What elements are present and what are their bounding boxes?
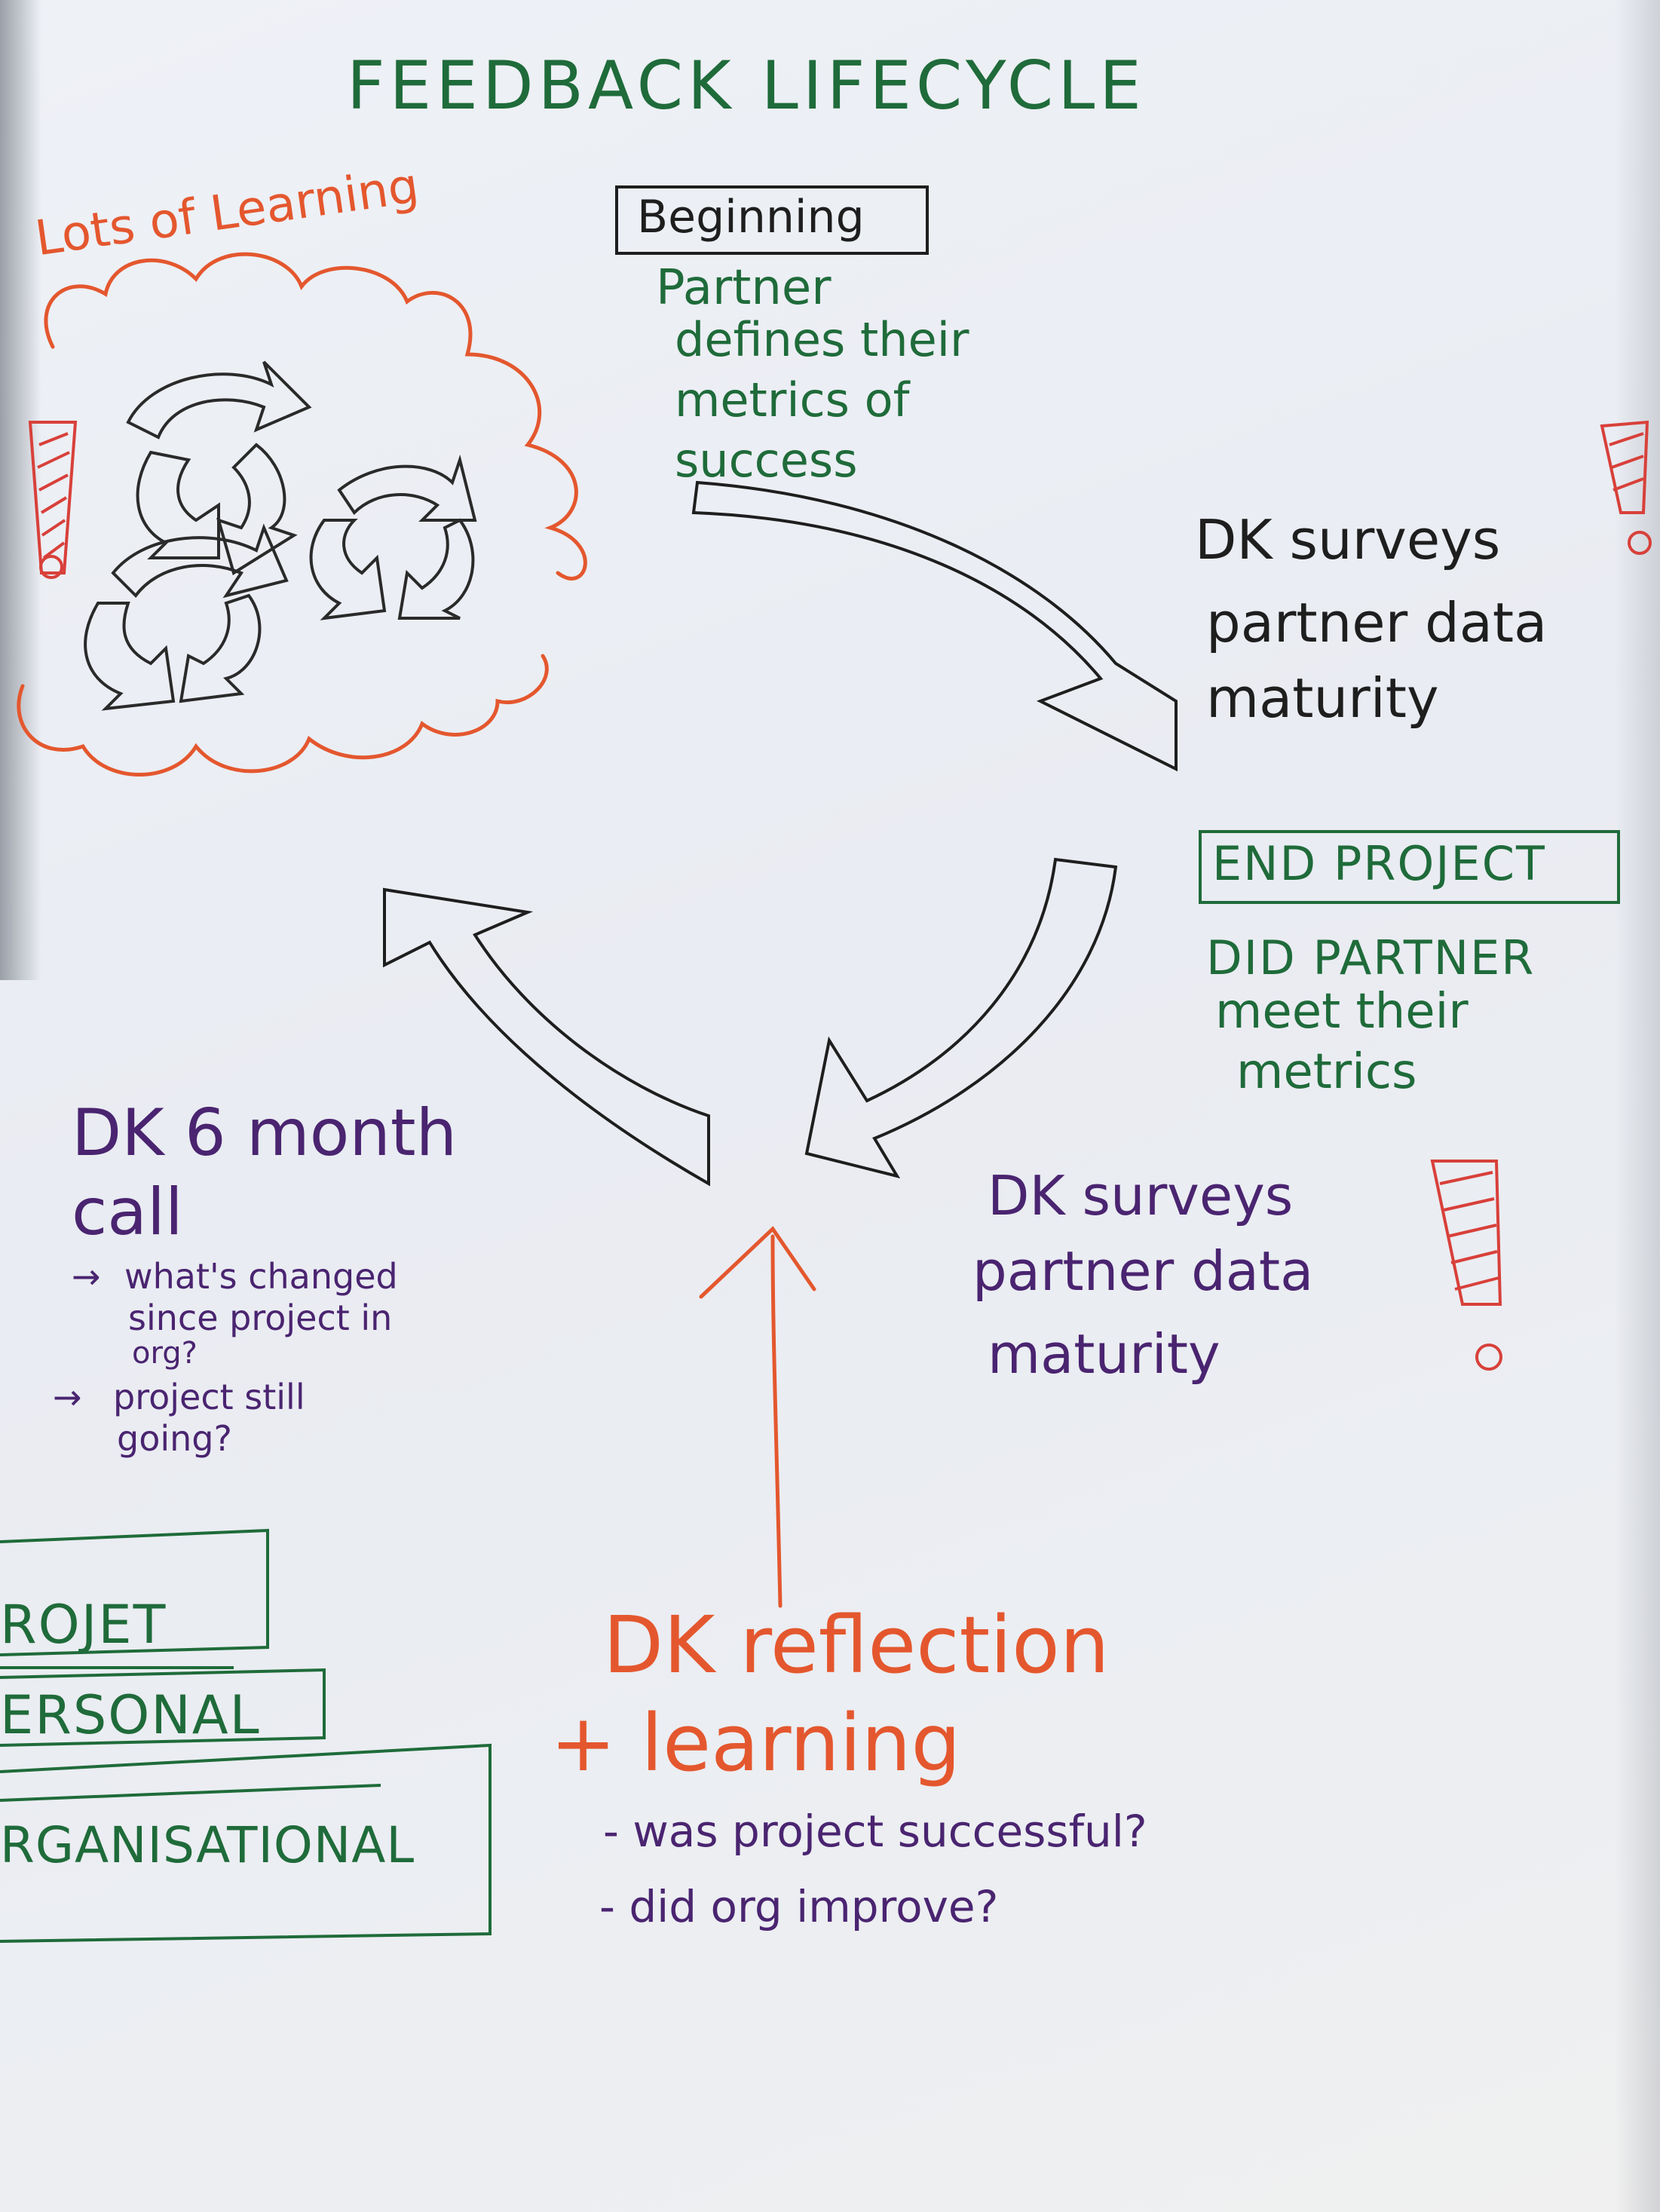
six-month-heading-1: DK 6 month (72, 1095, 458, 1171)
six-month-heading-2: call (72, 1175, 183, 1250)
survey-bottom-line-1: DK surveys (988, 1164, 1294, 1227)
six-month-bullet-2-line-2: going? (117, 1418, 232, 1459)
survey-top-line-1: DK surveys (1195, 508, 1501, 571)
stacked-boxes (0, 1528, 492, 1943)
end-project-line-3: metrics (1236, 1044, 1417, 1100)
beginning-line-3: metrics of (675, 372, 910, 427)
six-month-bullet-2-arrow: → (53, 1377, 82, 1417)
beginning-line-2: defines their (675, 312, 969, 367)
circular-arrows-2 (309, 454, 477, 620)
cycle-arrow-left (383, 887, 710, 1187)
six-month-bullet-1-line-3: org? (132, 1336, 198, 1371)
reflection-line-1: DK reflection (603, 1599, 1110, 1691)
paper-edge-shadow (1615, 0, 1660, 2212)
beginning-line-4: success (675, 433, 858, 488)
page-title: FEEDBACK LIFECYCLE (347, 47, 1146, 124)
survey-top-line-2: partner data (1206, 591, 1548, 654)
cycle-arrow-top (691, 480, 1178, 772)
reflection-arrow (699, 1226, 816, 1608)
exclamation-3 (1430, 1160, 1502, 1371)
beginning-line-1: Partner (656, 260, 832, 316)
end-project-heading: END PROJECT (1212, 836, 1546, 891)
survey-bottom-line-3: maturity (988, 1322, 1220, 1386)
survey-bottom-line-2: partner data (972, 1239, 1314, 1303)
six-month-bullet-1-line-2: since project in (128, 1297, 393, 1338)
end-project-box (1199, 830, 1620, 904)
exclamation-1 (28, 421, 78, 579)
beginning-box (615, 185, 929, 255)
circular-arrows-3 (84, 523, 289, 711)
stack-label-organisational: RGANISATIONAL (0, 1816, 415, 1874)
six-month-bullet-1-line-1: what's changed (124, 1256, 398, 1297)
stack-label-project: ROJET (0, 1594, 167, 1656)
exclamation-2 (1600, 420, 1652, 555)
learning-cloud (17, 252, 587, 777)
six-month-bullet-2-line-1: project still (113, 1377, 305, 1417)
reflection-bullet-1: - was project successful? (603, 1806, 1147, 1857)
reflection-bullet-2: - did org improve? (599, 1881, 999, 1932)
beginning-heading: Beginning (637, 191, 865, 244)
end-project-line-2: meet their (1215, 984, 1469, 1040)
survey-top-line-3: maturity (1206, 666, 1439, 730)
circular-arrows-1 (126, 360, 312, 576)
reflection-line-2: + learning (550, 1697, 961, 1789)
cycle-arrow-right (804, 857, 1118, 1179)
six-month-bullet-1-arrow: → (72, 1256, 101, 1297)
end-project-line-1: DID PARTNER (1206, 930, 1536, 985)
stack-label-personal: ERSONAL (0, 1684, 261, 1746)
